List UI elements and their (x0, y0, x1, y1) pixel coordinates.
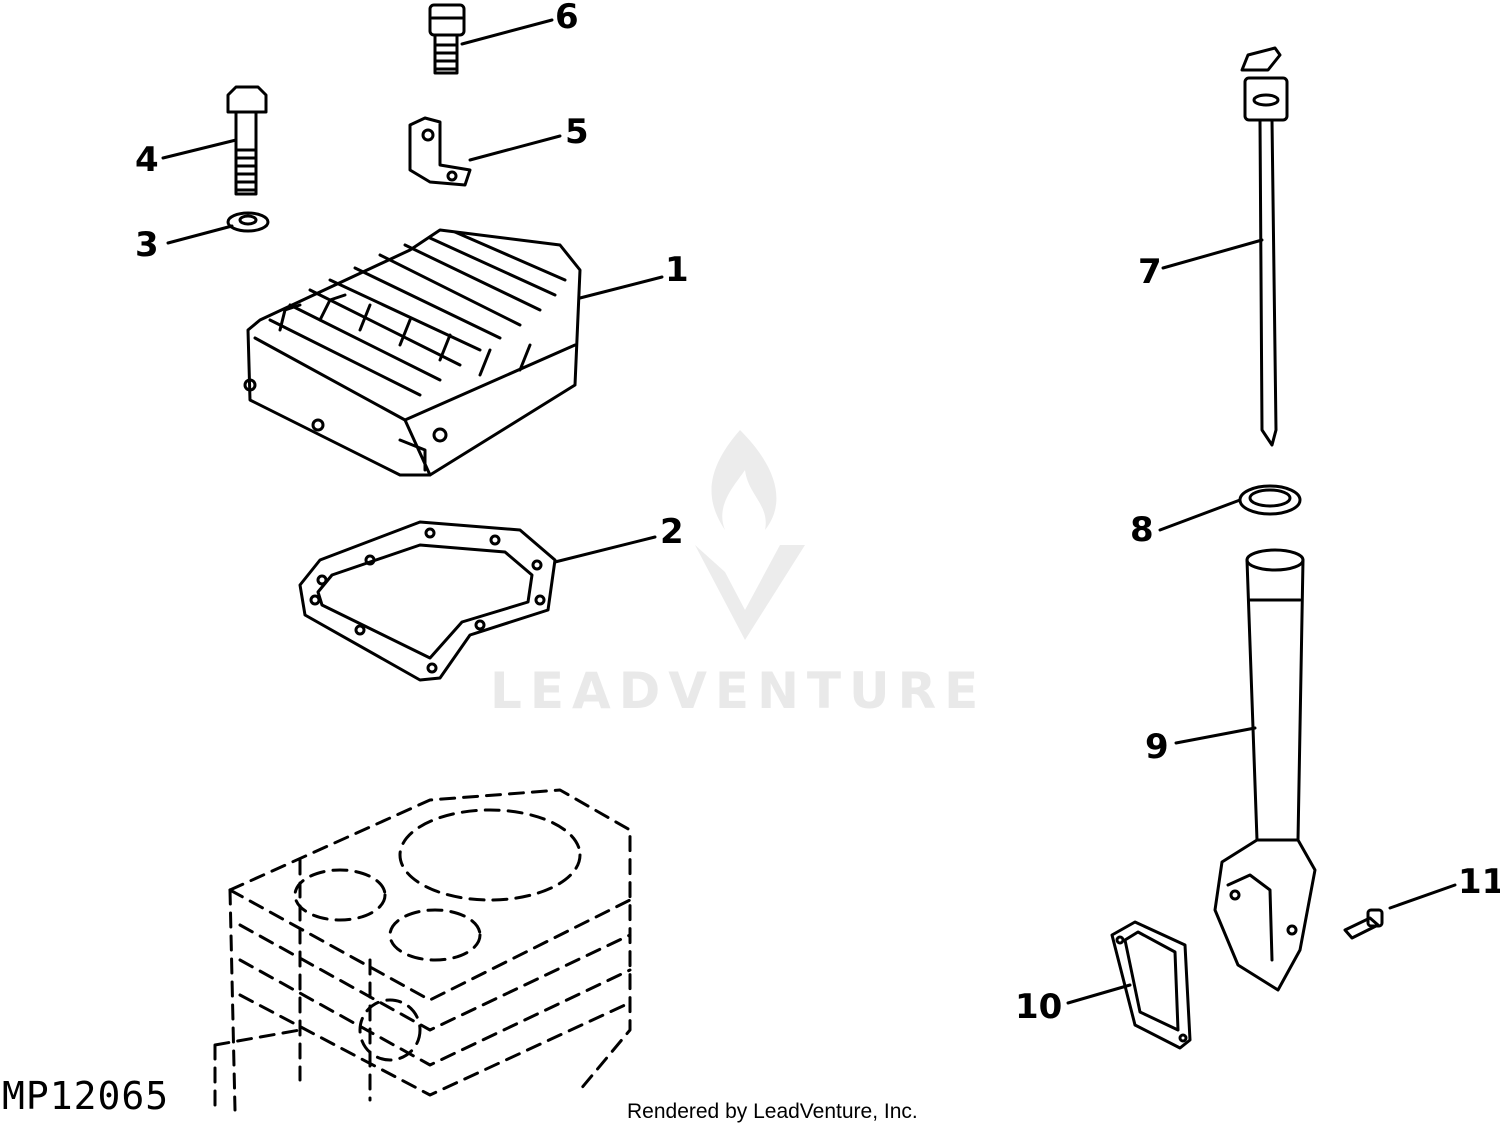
callout-7: 7 (1138, 252, 1162, 292)
tube-gasket-10-icon (1110, 920, 1192, 1050)
bolt-4-icon (226, 85, 268, 196)
callout-3: 3 (135, 225, 159, 265)
washer-3-icon (226, 211, 270, 233)
head-gasket-2-icon (298, 520, 557, 682)
bracket-5-icon (408, 116, 472, 187)
leader-lines (161, 18, 1457, 1005)
callout-5: 5 (565, 112, 589, 152)
figure-id: MP12065 (2, 1074, 170, 1118)
callout-8: 8 (1130, 510, 1154, 550)
callout-2: 2 (660, 512, 684, 552)
screw-11-icon (1343, 908, 1384, 940)
callout-10: 10 (1015, 987, 1063, 1027)
callout-1: 1 (665, 250, 689, 290)
callout-4: 4 (135, 140, 159, 180)
cylinder-head-1-icon (243, 228, 582, 477)
cap-screw-6-icon (428, 3, 466, 75)
callout-9: 9 (1145, 727, 1169, 767)
callout-6: 6 (555, 0, 579, 37)
dipstick-7-icon (1240, 46, 1289, 447)
render-credit: Rendered by LeadVenture, Inc. (627, 1100, 918, 1123)
dipstick-tube-9-icon (1213, 548, 1317, 992)
engine-block-reference-icon (213, 788, 632, 1112)
o-ring-8-icon (1238, 484, 1302, 516)
watermark-text: LEADVENTURE (490, 662, 987, 720)
callout-11: 11 (1458, 862, 1500, 902)
